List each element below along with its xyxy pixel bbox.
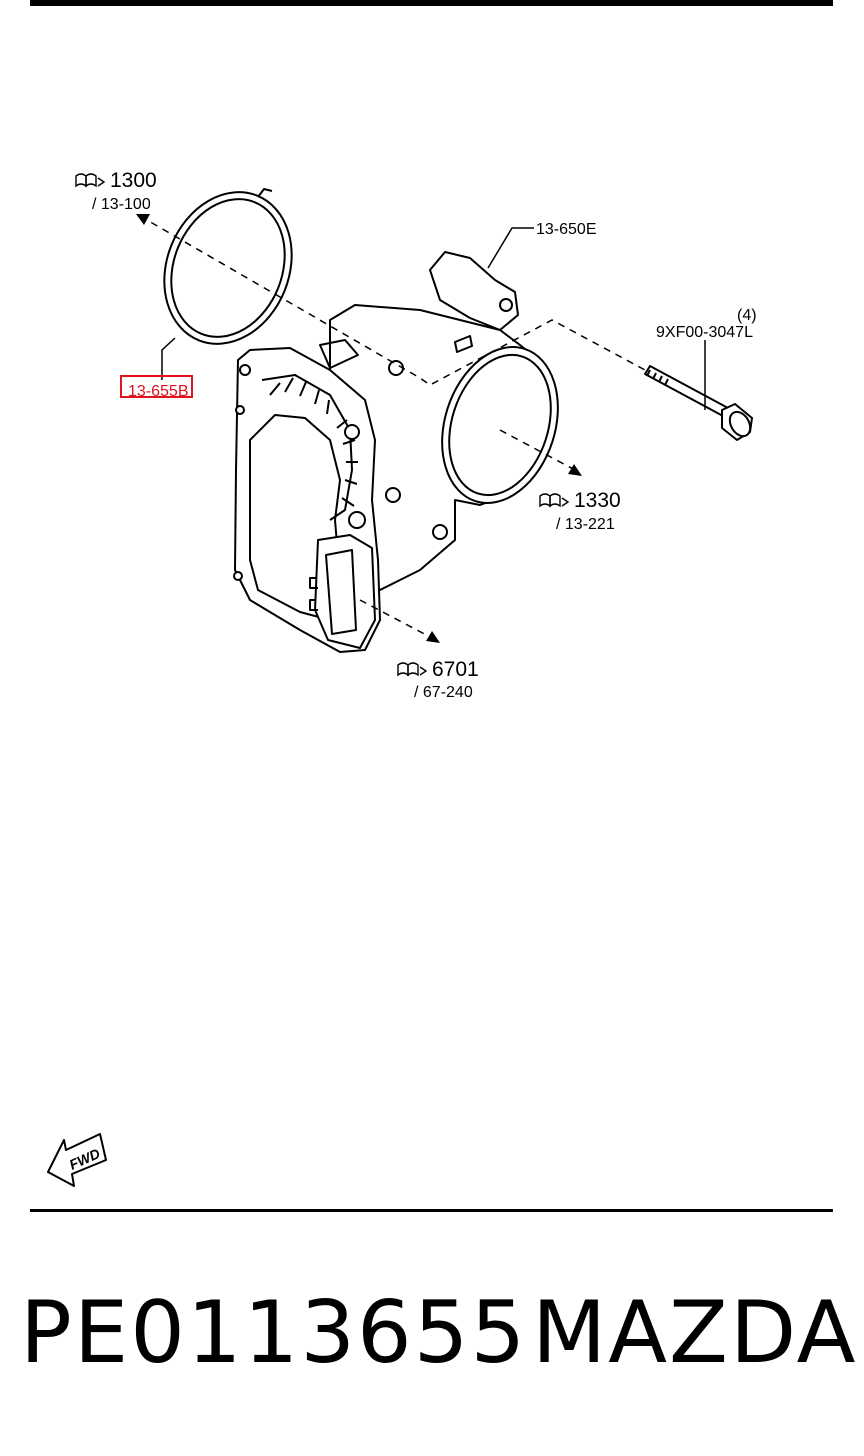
bottom-rule [30,1209,833,1212]
part-label-throttle-body[interactable]: 13-650E [536,221,597,238]
callout-1330[interactable]: 1330 / 13-221 [539,489,621,533]
part-number: PE0113655 [20,1283,528,1383]
ref-code: 1300 [110,169,157,192]
gasket-ring[interactable] [142,173,314,363]
book-icon [75,173,106,188]
ref-page: / 13-100 [92,196,151,213]
highlighted-part-gasket[interactable]: 13-655B [120,375,193,400]
parts-diagram: 1300 / 13-100 1330 / 13-221 6701 / 67-24… [47,169,757,1187]
callout-1300[interactable]: 1300 / 13-100 [75,169,157,213]
fwd-arrow-icon: FWD [47,1133,107,1187]
throttle-body[interactable] [233,251,577,653]
arrowheads [136,214,582,643]
callout-6701[interactable]: 6701 / 67-240 [397,658,479,701]
book-icon [397,662,428,677]
ref-code: 1330 [574,489,621,512]
reference-lines [139,215,646,639]
bolt[interactable] [644,365,754,441]
ref-page: / 67-240 [414,684,473,701]
part-label-bolt[interactable]: 9XF00-3047L [656,324,753,341]
brand-name: MAZDA [532,1283,858,1383]
book-icon [539,493,570,508]
top-rule [30,0,833,6]
highlight-box [120,375,193,398]
part-label-gasket: 13-655B [128,383,189,400]
leader-lines [161,227,706,410]
part-label-bolt-qty: (4) [737,307,757,324]
ref-code: 6701 [432,658,479,681]
ref-page: / 13-221 [556,516,615,533]
